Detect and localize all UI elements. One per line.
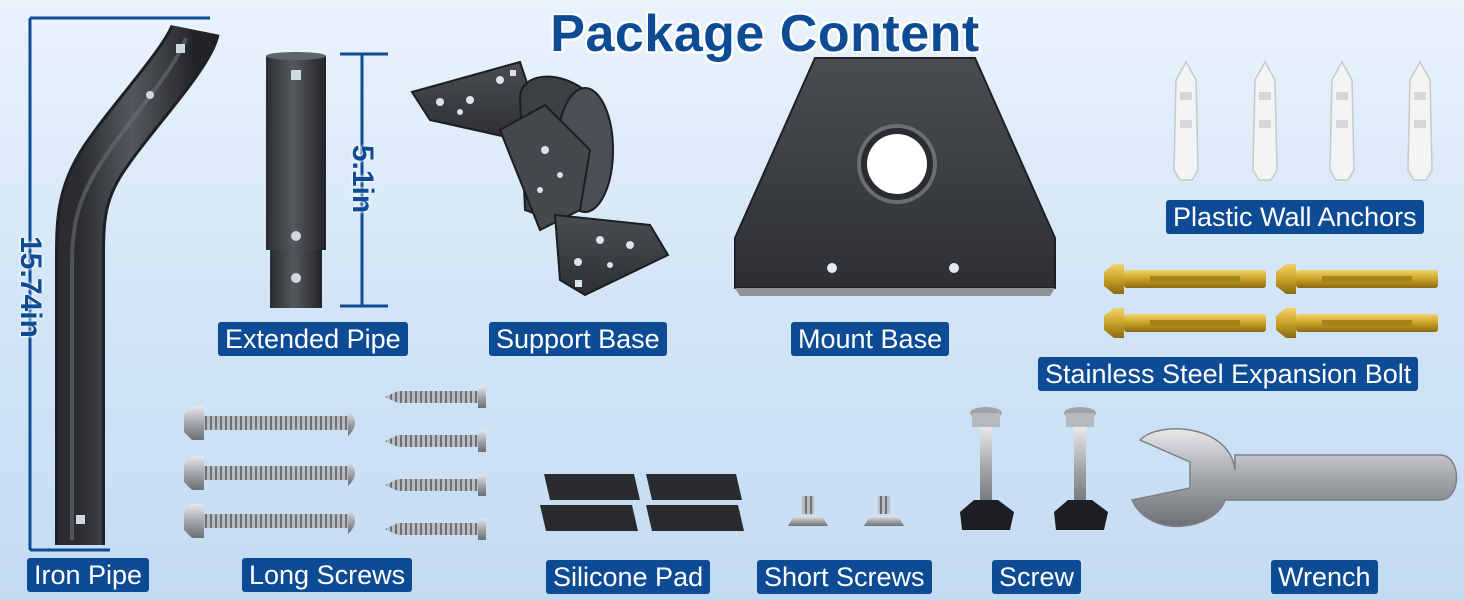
short-screw bbox=[788, 496, 828, 526]
label-screw: Screw bbox=[992, 560, 1082, 594]
extended-pipe bbox=[266, 52, 326, 308]
label-long-screws: Long Screws bbox=[242, 558, 413, 592]
silicone-pad bbox=[544, 474, 640, 500]
iron-pipe-length-label: 15.74in bbox=[14, 236, 47, 338]
label-mount-base: Mount Base bbox=[791, 322, 950, 356]
short-screws bbox=[788, 496, 904, 526]
wood-screws bbox=[385, 386, 486, 540]
long-screw bbox=[184, 456, 355, 490]
extended-pipe-dimension-line bbox=[340, 52, 388, 308]
label-silicone-pad: Silicone Pad bbox=[546, 560, 711, 594]
wood-screw bbox=[385, 430, 486, 452]
plastic-anchor bbox=[1252, 60, 1278, 181]
long-screw bbox=[184, 406, 355, 440]
support-base bbox=[410, 60, 670, 297]
expansion-bolt bbox=[1104, 264, 1266, 294]
label-support-base: Support Base bbox=[489, 322, 667, 356]
knob-screw bbox=[960, 407, 1014, 530]
silicone-pad bbox=[540, 505, 638, 531]
wrench bbox=[1130, 428, 1458, 527]
silicone-pads bbox=[540, 474, 744, 531]
label-short-screws: Short Screws bbox=[757, 560, 932, 594]
page-title: Package Content bbox=[550, 5, 980, 63]
short-screw bbox=[864, 496, 904, 526]
expansion-bolt bbox=[1276, 264, 1438, 294]
plastic-anchor bbox=[1407, 60, 1433, 181]
plastic-anchor bbox=[1173, 60, 1199, 181]
extended-pipe-length-label: 5.1in bbox=[346, 144, 379, 214]
plastic-wall-anchors bbox=[1173, 60, 1433, 181]
knob-screws bbox=[960, 407, 1108, 530]
expansion-bolt bbox=[1104, 308, 1266, 338]
wood-screw bbox=[385, 474, 486, 496]
silicone-pad bbox=[646, 505, 744, 531]
silicone-pad bbox=[646, 474, 742, 500]
iron-pipe-dimension-line bbox=[28, 16, 210, 552]
expansion-bolts bbox=[1104, 264, 1438, 338]
mount-base bbox=[734, 57, 1056, 296]
label-wrench: Wrench bbox=[1271, 560, 1378, 594]
wood-screw bbox=[385, 518, 486, 540]
plastic-anchor bbox=[1329, 60, 1355, 181]
long-screws bbox=[184, 406, 355, 538]
label-extended-pipe: Extended Pipe bbox=[218, 322, 408, 356]
expansion-bolt bbox=[1276, 308, 1438, 338]
iron-pipe bbox=[55, 22, 220, 545]
knob-screw bbox=[1054, 407, 1108, 530]
long-screw bbox=[184, 504, 355, 538]
label-plastic-wall-anchors: Plastic Wall Anchors bbox=[1166, 200, 1424, 234]
wood-screw bbox=[385, 386, 486, 408]
label-iron-pipe: Iron Pipe bbox=[27, 558, 150, 592]
label-expansion-bolt: Stainless Steel Expansion Bolt bbox=[1038, 357, 1419, 391]
